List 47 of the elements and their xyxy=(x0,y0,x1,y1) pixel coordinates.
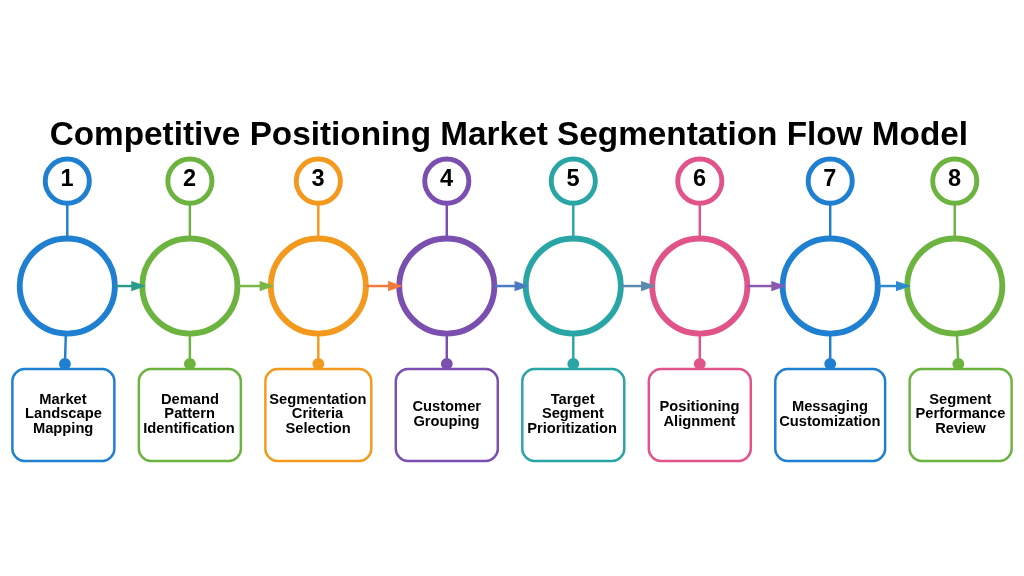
connector xyxy=(698,203,701,239)
node-circle xyxy=(139,235,241,337)
connector xyxy=(188,203,192,239)
node-circle xyxy=(779,235,881,337)
arrow xyxy=(877,280,911,292)
node-circle xyxy=(522,235,624,337)
connector xyxy=(66,203,69,239)
connector xyxy=(567,333,580,370)
connector xyxy=(693,333,706,370)
connector xyxy=(824,333,837,370)
diagram-title: Competitive Positioning Market Segmentation Flow Model xyxy=(49,114,969,152)
node-circle: 8 xyxy=(930,156,980,206)
arrow xyxy=(237,280,275,292)
node-box: Target Segment Prioritization xyxy=(521,367,626,463)
arrow xyxy=(621,280,656,292)
connector xyxy=(312,333,325,370)
node-box: Segment Performance Review xyxy=(908,367,1013,463)
node-circle xyxy=(267,235,369,337)
node-box: Market Landscape Mapping xyxy=(11,367,116,463)
arrow xyxy=(366,280,403,292)
node-box: Positioning Alignment xyxy=(647,367,752,463)
node-circle xyxy=(649,235,751,337)
arrow xyxy=(747,280,787,292)
connector xyxy=(445,203,448,239)
node-circle xyxy=(16,235,118,337)
node-box: Demand Pattern Identification xyxy=(137,367,243,463)
node-circle: 7 xyxy=(805,156,855,206)
connector xyxy=(440,333,453,370)
node-circle: 1 xyxy=(42,156,92,206)
connector xyxy=(953,203,956,239)
connector xyxy=(829,203,832,239)
node-circle: 2 xyxy=(165,156,215,206)
connector xyxy=(183,333,196,370)
connector xyxy=(572,203,575,239)
node-circle: 5 xyxy=(548,156,598,206)
node-box: Customer Grouping xyxy=(394,367,499,463)
node-circle: 6 xyxy=(675,156,725,206)
node-circle xyxy=(396,235,498,337)
node-circle: 3 xyxy=(293,156,343,206)
node-box: Segmentation Criteria Selection xyxy=(264,367,373,463)
connector xyxy=(952,333,965,370)
arrow xyxy=(494,280,530,292)
node-circle: 4 xyxy=(422,156,472,206)
connector xyxy=(317,203,320,239)
node-box: Messaging Customization xyxy=(774,367,887,463)
node-circle xyxy=(904,235,1006,337)
connector xyxy=(58,333,71,370)
